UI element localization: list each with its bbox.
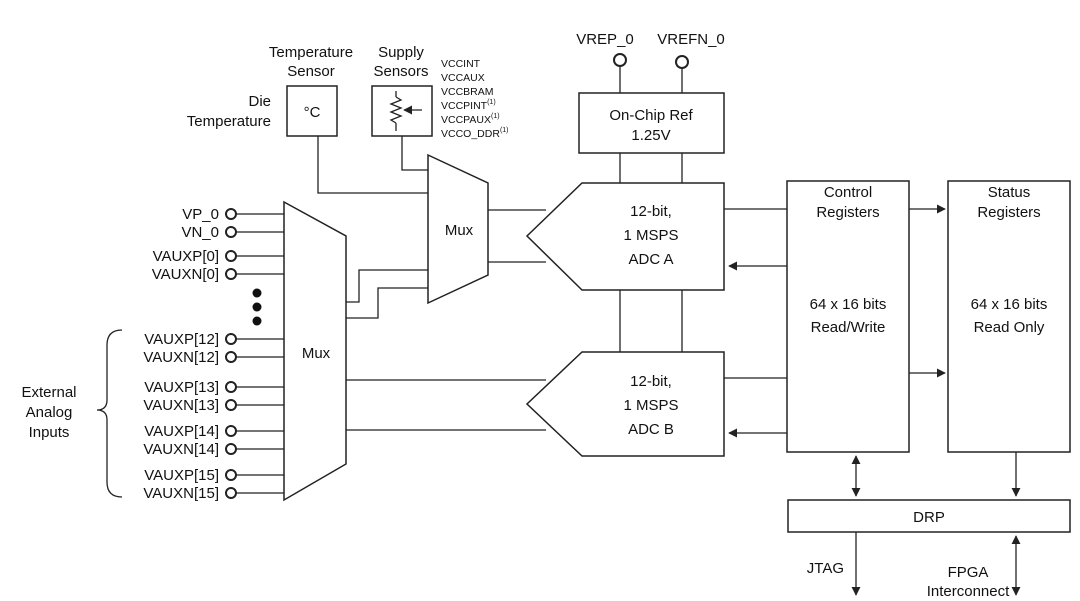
input-label: VN_0	[181, 224, 219, 241]
temp-sensor-label-1: Temperature	[269, 44, 353, 61]
input-label: VAUXN[14]	[143, 441, 219, 458]
adc-b-label-3: ADC B	[628, 421, 674, 438]
onchip-ref-label-2: 1.25V	[631, 127, 670, 144]
big-mux	[283, 200, 347, 502]
adc-a	[525, 182, 725, 291]
fpga-label-1: FPGA	[948, 564, 989, 581]
temp-sensor-wire	[317, 136, 428, 194]
adc-b-label-1: 12-bit,	[630, 373, 672, 390]
input-label: VAUXP[14]	[144, 423, 219, 440]
small-mux	[427, 153, 489, 305]
control-registers-body-1: 64 x 16 bits	[810, 296, 887, 313]
big-mux-label: Mux	[302, 345, 331, 362]
input-pin	[225, 333, 237, 345]
input-label: VAUXN[15]	[143, 485, 219, 502]
status-registers-title-1: Status	[988, 184, 1031, 201]
external-inputs-brace	[96, 329, 123, 498]
ellipsis-dot	[252, 316, 262, 326]
adc-b	[525, 351, 725, 457]
supply-list: VCCINT VCCAUX VCCBRAM VCCPINT(1) VCCPAUX…	[441, 58, 509, 140]
bigmux-to-smallmux-wire-2	[346, 287, 428, 319]
input-label: VP_0	[182, 206, 219, 223]
control-registers-box	[786, 180, 910, 453]
adc-a-label-3: ADC A	[628, 251, 673, 268]
input-pin	[225, 208, 237, 220]
external-inputs-label-2: Analog	[26, 404, 73, 421]
temp-sensor-label-2: Sensor	[287, 63, 335, 80]
input-pin	[225, 425, 237, 437]
ellipsis-dot	[252, 288, 262, 298]
supply-item: VCCO_DDR(1)	[441, 127, 509, 140]
supply-item: VCCAUX	[441, 72, 485, 84]
input-pin	[225, 487, 237, 499]
supply-item: VCCPAUX(1)	[441, 113, 500, 126]
input-label: VAUXP[0]	[153, 248, 219, 265]
die-temperature-label-2: Temperature	[187, 113, 271, 130]
input-label: VAUXN[0]	[152, 266, 219, 283]
resistor-sensor-icon	[389, 91, 422, 131]
die-temperature-label-1: Die	[248, 93, 271, 110]
status-registers-box	[947, 180, 1071, 453]
analog-inputs: VP_0VN_0VAUXP[0]VAUXN[0]VAUXP[12]VAUXN[1…	[143, 206, 284, 502]
adc-a-label-2: 1 MSPS	[623, 227, 678, 244]
supply-item: VCCBRAM	[441, 86, 494, 98]
temp-sensor-box	[286, 85, 338, 137]
onchip-ref-box	[578, 92, 725, 154]
input-label: VAUXP[13]	[144, 379, 219, 396]
vrefn-label: VREFN_0	[657, 31, 725, 48]
status-registers-body-2: Read Only	[974, 319, 1045, 336]
supply-sensor-wire	[401, 136, 428, 171]
input-pin	[225, 250, 237, 262]
vrep-pin	[613, 53, 627, 67]
input-pin	[225, 381, 237, 393]
fpga-label-2: Interconnect	[927, 583, 1010, 600]
input-label: VAUXP[12]	[144, 331, 219, 348]
input-pin	[225, 351, 237, 363]
drp-box	[787, 499, 1071, 533]
onchip-ref-label-1: On-Chip Ref	[609, 107, 693, 124]
input-pin	[225, 226, 237, 238]
bigmux-to-smallmux-wire-1	[346, 269, 428, 303]
external-inputs-label-1: External	[21, 384, 76, 401]
vrefn-pin	[675, 55, 689, 69]
adc-a-label-1: 12-bit,	[630, 203, 672, 220]
external-inputs-label-3: Inputs	[29, 424, 70, 441]
input-pin	[225, 399, 237, 411]
adc-b-label-2: 1 MSPS	[623, 397, 678, 414]
supply-sensor-label-1: Supply	[378, 44, 424, 61]
ellipsis-dot	[252, 302, 262, 312]
input-pin	[225, 469, 237, 481]
status-registers-body-1: 64 x 16 bits	[971, 296, 1048, 313]
jtag-label: JTAG	[807, 560, 844, 577]
control-registers-title-2: Registers	[816, 204, 879, 221]
drp-label: DRP	[913, 509, 945, 526]
supply-item: VCCPINT(1)	[441, 99, 496, 112]
input-label: VAUXN[13]	[143, 397, 219, 414]
input-pin	[225, 268, 237, 280]
input-label: VAUXP[15]	[144, 467, 219, 484]
temp-sensor-symbol: °C	[304, 104, 321, 121]
control-registers-title-1: Control	[824, 184, 872, 201]
supply-sensor-label-2: Sensors	[373, 63, 428, 80]
input-pin	[225, 443, 237, 455]
control-registers-body-2: Read/Write	[811, 319, 886, 336]
supply-sensor-box	[371, 85, 433, 137]
vrep-label: VREP_0	[576, 31, 634, 48]
status-registers-title-2: Registers	[977, 204, 1040, 221]
supply-item: VCCINT	[441, 58, 481, 70]
input-label: VAUXN[12]	[143, 349, 219, 366]
small-mux-label: Mux	[445, 222, 474, 239]
